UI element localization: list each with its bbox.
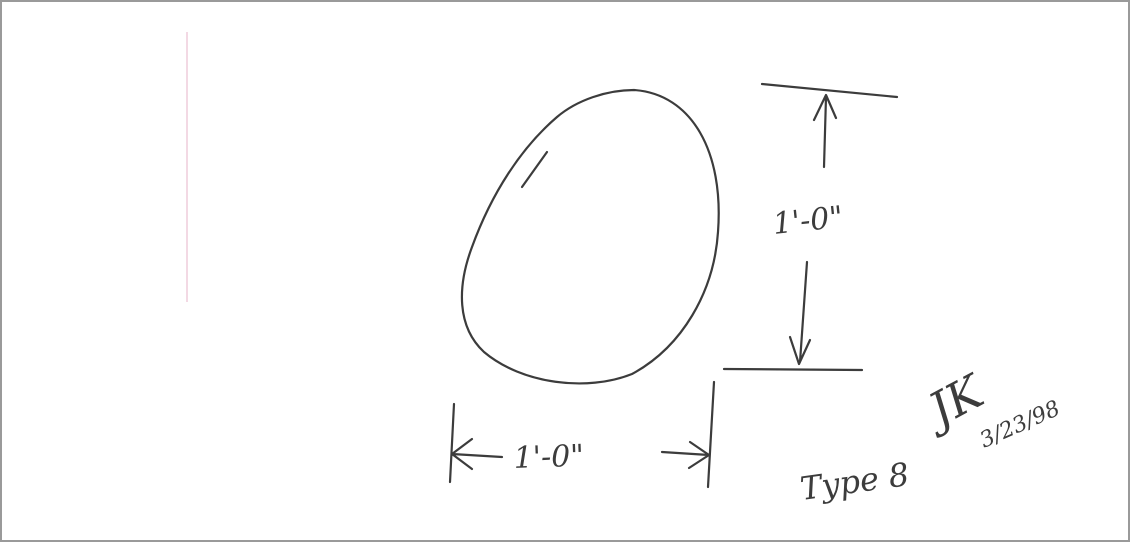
width-right-extension-line [706, 380, 716, 489]
height-top-extension-line [760, 82, 899, 99]
outline-tick-mark [520, 150, 549, 189]
width-arrow-left [450, 437, 504, 471]
width-left-extension-line [448, 402, 456, 484]
type-label: Type 8 [798, 455, 912, 508]
signature-date: 3/23/98 [976, 396, 1064, 453]
height-dimension-label: 1'-0" [771, 200, 845, 242]
height-arrow-up [812, 93, 838, 169]
egg-outline [460, 88, 720, 385]
height-arrow-down [788, 260, 812, 366]
width-dimension-label: 1'-0" [513, 439, 585, 476]
width-arrow-right [660, 440, 711, 470]
margin-line [186, 32, 188, 302]
height-bottom-extension-line [722, 367, 864, 372]
